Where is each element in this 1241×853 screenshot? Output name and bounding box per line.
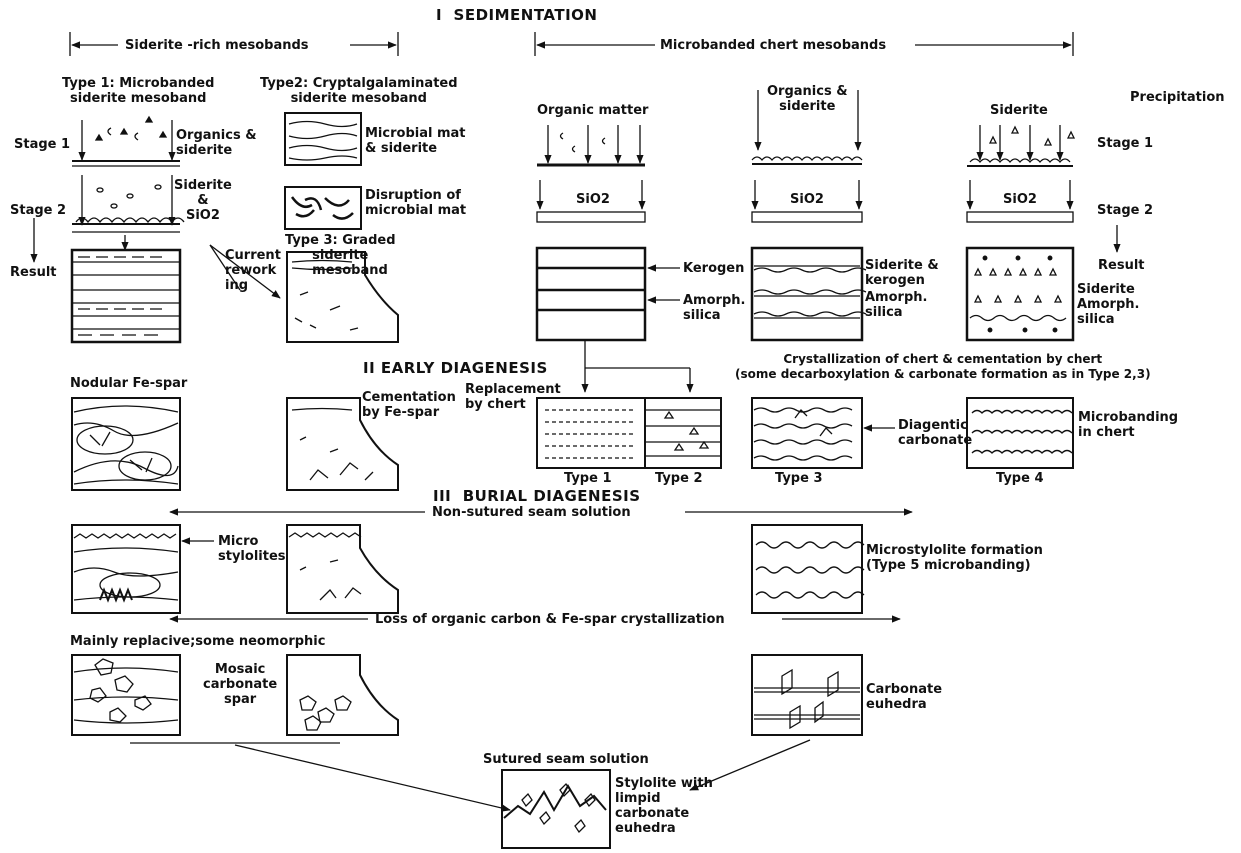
siderite-sio2: [967, 180, 1117, 252]
precipitation-label: Precipitation: [1130, 90, 1225, 105]
mainly-replacive-label: Mainly replacive;some neomorphic: [70, 634, 325, 649]
microstylolite-formation-box: [752, 525, 864, 613]
organics-siderite-left-label: Organics & siderite: [176, 128, 257, 158]
type3-label: Type 3: [775, 471, 823, 486]
mosaic-spar-box-left: [72, 655, 180, 735]
amorph-silica-label-3: Amorph. silica: [1077, 297, 1139, 327]
sutured-seam-label: Sutured seam solution: [483, 752, 649, 767]
span-label-microbanded-chert: Microbanded chert mesobands: [660, 38, 886, 53]
organic-matter-stage1: [537, 125, 645, 165]
siderite-stage1: [967, 125, 1074, 166]
carbonate-euhedra-label: Carbonate euhedra: [866, 682, 942, 712]
sio2-label-2: SiO2: [790, 192, 824, 207]
cementation-fespar-label: Cementation by Fe-spar: [362, 390, 456, 420]
stage2-left-label: Stage 2: [10, 203, 66, 218]
result-left-label: Result: [10, 265, 57, 280]
sio2-label-1: SiO2: [576, 192, 610, 207]
microbial-mat-label: Microbial mat & siderite: [365, 126, 466, 156]
section-burial-diagenesis: III BURIAL DIAGENESIS: [433, 489, 641, 504]
kerogen-label: Kerogen: [683, 261, 744, 276]
organic-matter-label: Organic matter: [537, 103, 648, 118]
micro-stylolites-box-left: [72, 525, 214, 613]
nodular-fespar-label: Nodular Fe-spar: [70, 376, 187, 391]
micro-stylolites-box-right: [287, 525, 398, 613]
current-reworking-label: Current rework ing: [225, 248, 281, 293]
left-to-stylolite-arrow: [235, 745, 510, 810]
micro-stylolites-label: Micro stylolites: [218, 534, 286, 564]
type1-result-box: [72, 250, 180, 342]
section-early-diagenesis: II EARLY DIAGENESIS: [363, 361, 548, 376]
crystallization-label: Crystallization of chert & cementation b…: [735, 352, 1151, 382]
stylolite-limpid-box: [502, 770, 610, 848]
kerogen-box: [537, 248, 690, 392]
replacement-chert-label: Replacement by chert: [465, 382, 561, 412]
span-label-non-sutured: Non-sutured seam solution: [432, 505, 631, 520]
disruption-label: Disruption of microbial mat: [365, 188, 466, 218]
type3-graded-label: Type 3: Graded siderite mesoband: [285, 233, 396, 278]
microstylolite-formation-label: Microstylolite formation (Type 5 microba…: [866, 543, 1043, 573]
disruption-box: [285, 187, 361, 229]
type2-title: Type2: Cryptalgalaminated siderite mesob…: [260, 76, 458, 106]
type1-label: Type 1: [564, 471, 612, 486]
mosaic-spar-box-right: [287, 655, 398, 735]
type2-chert-box: [645, 398, 721, 468]
amorph-silica-label-2: Amorph. silica: [865, 290, 927, 320]
diagenetic-carbonate-label: Diagentic carbonate: [898, 418, 972, 448]
stage1-left-label: Stage 1: [14, 137, 70, 152]
organics-siderite-mid-label: Organics & siderite: [767, 84, 848, 114]
siderite-kerogen-box: [752, 248, 866, 340]
stage1-right-label: Stage 1: [1097, 136, 1153, 151]
span-label-siderite-rich: Siderite -rich mesobands: [125, 38, 309, 53]
siderite-sio2-label: Siderite & SiO2: [174, 178, 232, 223]
siderite-kerogen-label: Siderite & kerogen: [865, 258, 939, 288]
type2-label: Type 2: [655, 471, 703, 486]
microbial-mat-box: [285, 113, 361, 165]
stylolite-limpid-label: Stylolite with limpid carbonate euhedra: [615, 776, 713, 836]
carbonate-euhedra-box: [752, 655, 862, 735]
type1-title: Type 1: Microbanded siderite mesoband: [62, 76, 214, 106]
span-label-loss-organic: Loss of organic carbon & Fe-spar crystal…: [375, 612, 725, 627]
result-right-label: Result: [1098, 258, 1145, 273]
sio2-label-3: SiO2: [1003, 192, 1037, 207]
siderite-right-label: Siderite: [1077, 282, 1135, 297]
type4-microbanding-box: [967, 398, 1073, 468]
type1-stage1-sketch: [72, 117, 180, 166]
siderite-silica-box: [967, 248, 1073, 340]
type4-label: Type 4: [996, 471, 1044, 486]
type3-diagenetic-box: [752, 398, 895, 468]
stage2-right-label: Stage 2: [1097, 203, 1153, 218]
mosaic-spar-label: Mosaic carbonate spar: [203, 662, 277, 707]
microbanding-chert-label: Microbanding in chert: [1078, 410, 1178, 440]
amorph-silica-label-1: Amorph. silica: [683, 293, 745, 323]
nodular-fespar-box: [72, 398, 180, 490]
section-sedimentation: I SEDIMENTATION: [436, 8, 597, 23]
siderite-top-label: Siderite: [990, 103, 1048, 118]
